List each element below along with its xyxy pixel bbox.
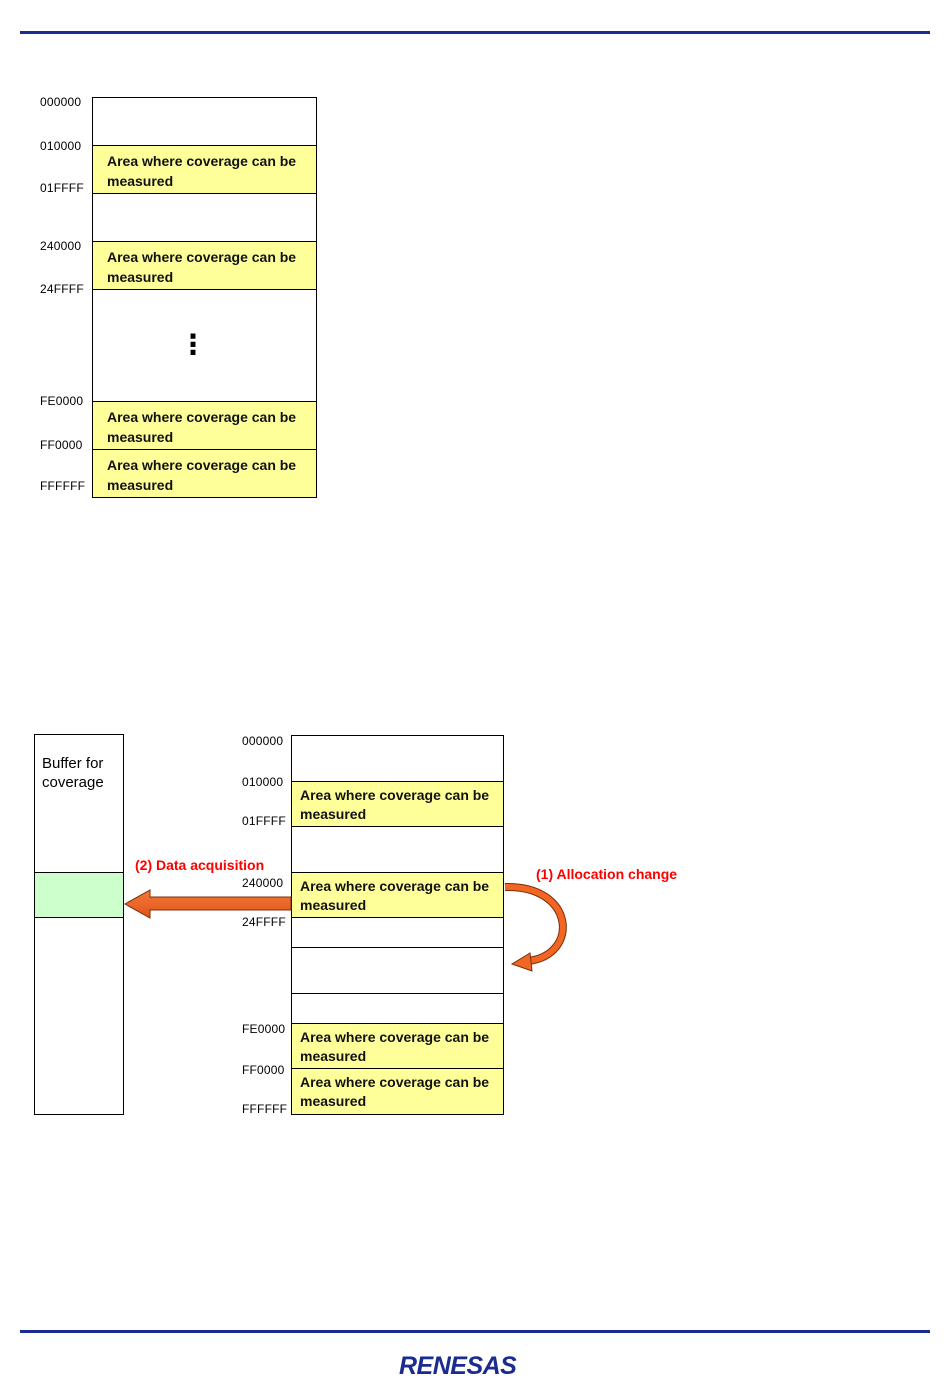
area-label: Area where coverage can be measured [300,878,490,913]
memory-block [291,993,504,1024]
data-acquisition-label: (2) Data acquisition [135,857,265,873]
area-label: Area where coverage can be measured [300,1074,490,1109]
measurable-area-block: Area where coverage can be measured [291,1068,504,1115]
address-label: 24FFFF [40,282,84,296]
memory-block [291,826,504,873]
ellipsis-icon: ⋮ [179,329,207,360]
address-label: 24FFFF [242,915,286,929]
area-label: Area where coverage can be measured [107,457,297,493]
address-label: 010000 [242,775,284,789]
area-label: Area where coverage can be measured [300,1029,490,1064]
allocation-change-label: (1) Allocation change [536,866,678,882]
measurable-area-block: Area where coverage can be measured [291,872,504,918]
memory-block [92,97,317,146]
area-label: Area where coverage can be measured [107,153,297,189]
memory-block [291,917,504,948]
memory-block: ⋮ [92,289,317,402]
data-acquisition-arrow-icon [123,889,292,919]
measurable-area-block: Area where coverage can be measured [92,401,317,450]
address-label: 01FFFF [242,814,286,828]
address-label: 240000 [242,876,284,890]
buffer-highlight-block [34,872,124,918]
measurable-area-block: Area where coverage can be measured [291,781,504,827]
memory-block [291,735,504,782]
area-label: Area where coverage can be measured [107,409,297,445]
memory-block [291,947,504,994]
address-label: FFFFFF [40,479,86,493]
buffer-label: Buffer for coverage [42,755,104,791]
coverage-buffer: Buffer for coverage [34,734,124,1115]
measurable-area-block: Area where coverage can be measured [92,449,317,498]
area-label: Area where coverage can be measured [107,249,297,285]
address-label: FE0000 [40,394,84,408]
header-rule [20,31,930,34]
address-label: 000000 [242,734,284,748]
address-label: 240000 [40,239,82,253]
address-label: 000000 [40,95,82,109]
address-label: 010000 [40,139,82,153]
area-label: Area where coverage can be measured [300,787,490,822]
measurable-area-block: Area where coverage can be measured [291,1023,504,1069]
address-label: 01FFFF [40,181,84,195]
address-label: FF0000 [242,1063,285,1077]
address-label: FF0000 [40,438,83,452]
address-label: FFFFFF [242,1102,288,1116]
renesas-logo: RENESAS [399,1352,517,1380]
measurable-area-block: Area where coverage can be measured [92,241,317,290]
allocation-change-arrow-icon [504,882,567,965]
measurable-area-block: Area where coverage can be measured [92,145,317,194]
footer-rule [20,1330,930,1333]
address-label: FE0000 [242,1022,286,1036]
memory-block [92,193,317,242]
